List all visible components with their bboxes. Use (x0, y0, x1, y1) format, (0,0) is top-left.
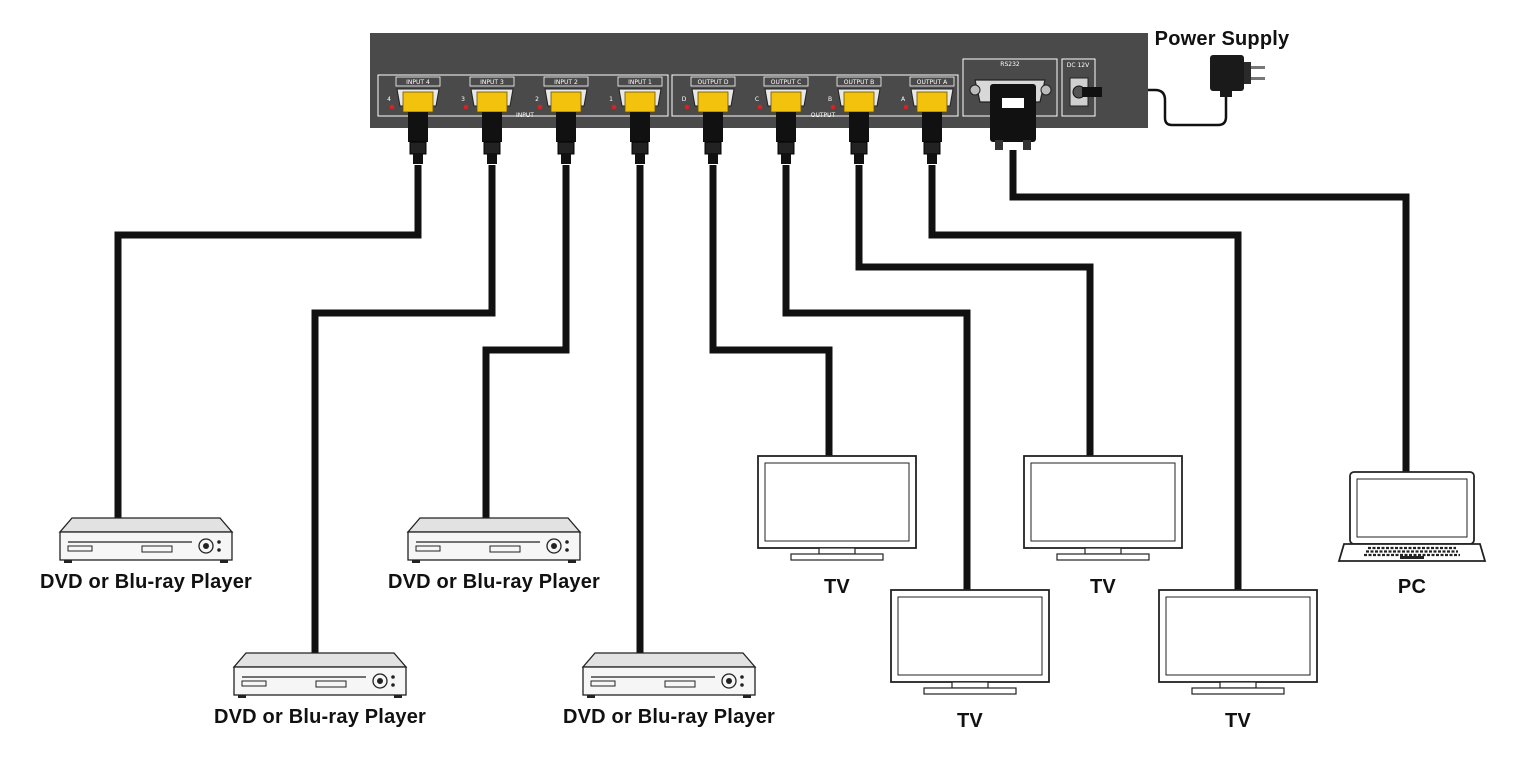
dvd-player-icon (58, 517, 234, 563)
led-indicator (903, 104, 909, 110)
output-group-label: OUTPUT (811, 112, 836, 119)
tv-icon (1158, 589, 1318, 695)
hdmi-port-input-3: INPUT 3 3 (461, 76, 515, 164)
endpoint-devices (58, 455, 1487, 698)
led-indicator (684, 104, 690, 110)
cable-output-b (855, 165, 1094, 458)
tv-icon (890, 589, 1050, 695)
rs232-port (969, 79, 1052, 150)
port-tag: 1 (609, 96, 613, 103)
tv-label-4: TV (1225, 710, 1251, 732)
hdmi-port-output-b: OUTPUT B B (828, 76, 882, 164)
led-indicator (537, 104, 543, 110)
cables (114, 150, 1410, 655)
dc-port (1069, 77, 1102, 107)
led-indicator (757, 104, 763, 110)
input-group-frame (377, 74, 669, 117)
power-cable (1100, 88, 1228, 127)
port-label: OUTPUT C (771, 79, 802, 86)
cable-rs232 (1009, 150, 1410, 474)
led-indicator (611, 104, 617, 110)
port-tag: 3 (461, 96, 465, 103)
hdmi-port-output-c: OUTPUT C C (755, 76, 809, 164)
source-label-4: DVD or Blu-ray Player (562, 706, 776, 728)
led-indicator (463, 104, 469, 110)
tv-label-1: TV (824, 576, 850, 598)
port-tag: D (682, 96, 687, 103)
source-label-3: DVD or Blu-ray Player (387, 571, 601, 593)
hdmi-port-input-4: INPUT 4 4 (387, 76, 441, 164)
led-indicator (830, 104, 836, 110)
port-label: INPUT 1 (628, 79, 652, 86)
dvd-player-icon (406, 517, 582, 563)
port-label: INPUT 2 (554, 79, 578, 86)
port-tag: 2 (535, 96, 539, 103)
source-label-1: DVD or Blu-ray Player (39, 571, 253, 593)
pc-label: PC (1397, 576, 1427, 598)
rs232-label: RS232 (1000, 61, 1020, 68)
port-tag: B (828, 96, 832, 103)
tv-icon (1023, 455, 1183, 561)
cable-input-3 (311, 165, 496, 655)
cable-output-c (782, 165, 971, 592)
tv-icon (757, 455, 917, 561)
dc-label: DC 12V (1067, 62, 1090, 69)
port-label: INPUT 4 (406, 79, 430, 86)
port-tag: A (901, 96, 906, 103)
port-label: OUTPUT D (698, 79, 729, 86)
port-tag: C (755, 96, 759, 103)
port-label: OUTPUT A (917, 79, 948, 86)
cable-output-a (928, 165, 1242, 592)
tv-label-3: TV (1090, 576, 1116, 598)
cable-input-2 (482, 165, 570, 520)
port-tag: 4 (387, 96, 391, 103)
input-group-label: INPUT (516, 112, 534, 119)
laptop-icon (1337, 471, 1487, 562)
hdmi-port-output-d: OUTPUT D D (682, 76, 736, 164)
hdmi-port-input-1: INPUT 1 1 (609, 76, 663, 164)
cable-input-4 (114, 165, 422, 520)
dvd-player-icon (581, 652, 757, 698)
hdmi-port-input-2: INPUT 2 2 (535, 76, 589, 164)
led-indicator (389, 104, 395, 110)
power-supply-label: Power Supply (1154, 28, 1290, 50)
dvd-player-icon (232, 652, 408, 698)
tv-label-2: TV (957, 710, 983, 732)
port-label: OUTPUT B (844, 79, 874, 86)
cable-output-d (709, 165, 833, 458)
hdmi-port-output-a: OUTPUT A A (901, 76, 955, 164)
output-group-frame (671, 74, 959, 117)
port-label: INPUT 3 (480, 79, 504, 86)
power-adapter-icon (1210, 55, 1265, 97)
source-label-2: DVD or Blu-ray Player (213, 706, 427, 728)
